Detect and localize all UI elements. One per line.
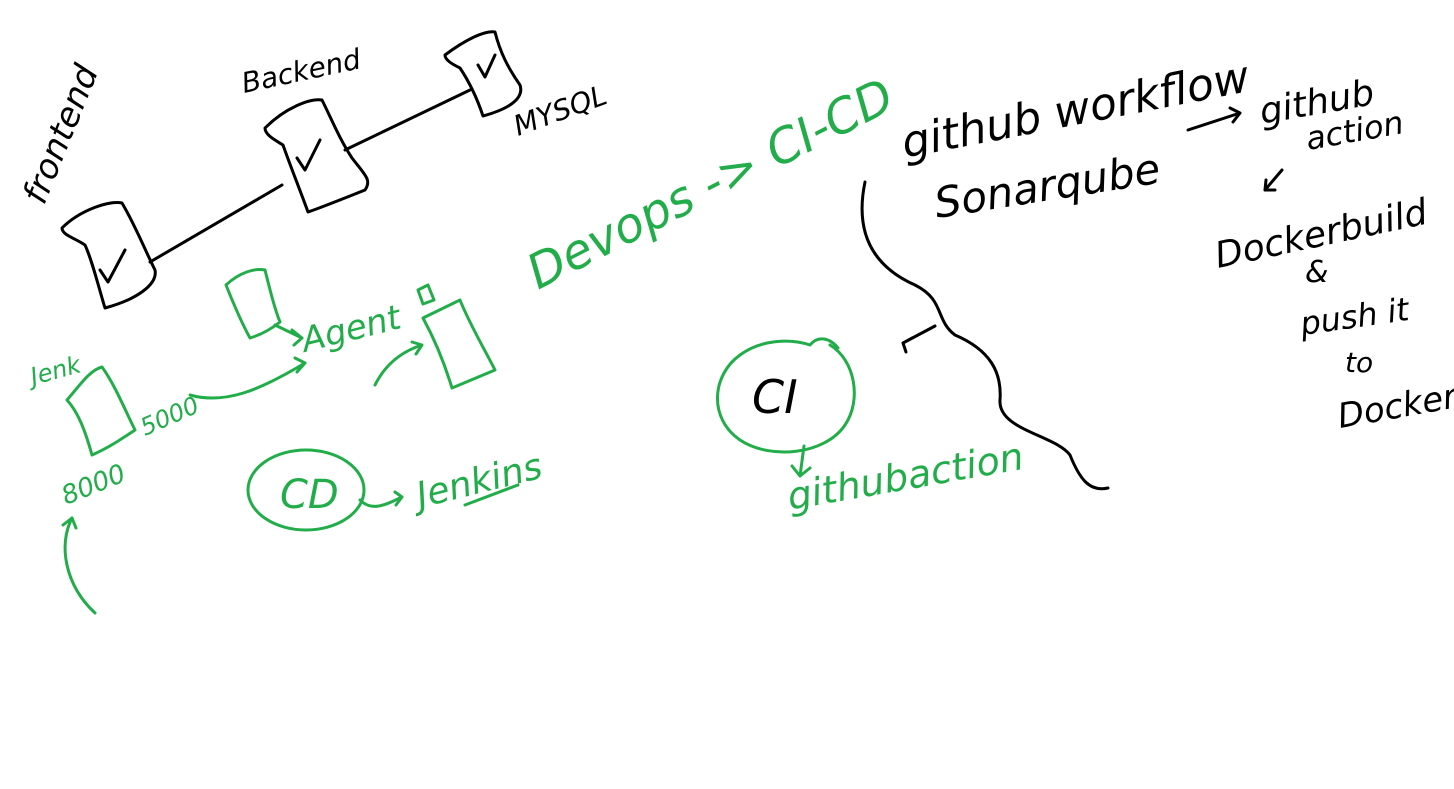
arrow-box-to-agent [273, 323, 304, 347]
arrow-github-action-to-docker [1263, 168, 1284, 192]
arrow-sonarqube-to-github-action [1186, 106, 1242, 132]
agent-box-right [421, 298, 497, 390]
agent-box-left [224, 268, 282, 340]
frontend-box [60, 200, 157, 310]
arrow-5000-to-agent [188, 356, 307, 400]
cd-label: CD [280, 472, 339, 518]
jenkins-underline [463, 483, 520, 507]
docker-line2: & [1305, 255, 1328, 290]
squiggle-brace [860, 180, 1110, 491]
connector-frontend-backend [148, 183, 284, 264]
backend-box [263, 98, 370, 214]
curved-arrow-to-agent [373, 340, 424, 387]
jenkins-server-box [65, 365, 137, 457]
arrow-to-ci [901, 324, 937, 354]
curved-arrow-up-8000 [61, 516, 97, 615]
cd-circle [246, 448, 366, 532]
docker-line4: to [1345, 346, 1373, 379]
connector-backend-mysql [343, 88, 472, 152]
ci-circle [716, 337, 856, 454]
mysql-box [443, 30, 523, 118]
ci-label: CI [752, 370, 798, 424]
arrow-ci-down [790, 444, 812, 478]
arrow-cd-to-jenkins [358, 490, 404, 508]
mysql-check [476, 53, 497, 79]
frontend-check [98, 248, 127, 284]
backend-check [295, 138, 322, 172]
agent-small-box [416, 283, 436, 306]
